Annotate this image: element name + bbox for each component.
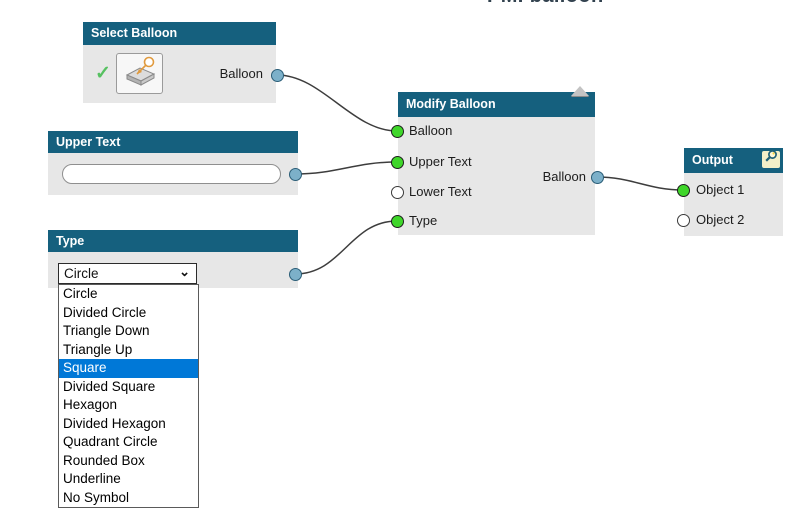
modify-input-label-lower-text: Lower Text — [409, 184, 472, 199]
dropdown-option-no-symbol[interactable]: No Symbol — [63, 489, 130, 505]
node-upper-text-header[interactable]: Upper Text — [48, 131, 298, 153]
select-balloon-output-label: Balloon — [219, 66, 263, 81]
node-upper-text[interactable]: Upper Text — [48, 131, 298, 195]
dropdown-option-triangle-down[interactable]: Triangle Down — [63, 323, 150, 338]
port-modify-upper-text-input[interactable] — [390, 155, 404, 169]
port-modify-balloon-output[interactable] — [590, 170, 604, 184]
node-output[interactable]: Output Object 1 Object 2 — [684, 148, 783, 236]
node-type[interactable]: Type Circle ⌄ — [48, 230, 298, 288]
type-dropdown-list: Circle Divided Circle Triangle Down Tria… — [58, 284, 199, 508]
modify-input-label-type: Type — [409, 213, 438, 228]
dropdown-option-divided-hexagon[interactable]: Divided Hexagon — [63, 415, 166, 431]
dropdown-option-divided-square[interactable]: Divided Square — [63, 378, 156, 394]
upper-text-input[interactable] — [62, 164, 281, 184]
node-upper-text-title: Upper Text — [56, 135, 121, 149]
type-select[interactable]: Circle ⌄ — [58, 263, 197, 284]
port-output-object1-input[interactable] — [676, 183, 690, 197]
node-output-header[interactable]: Output — [684, 148, 783, 173]
dropdown-option-underline[interactable]: Underline — [63, 471, 121, 486]
dropdown-option-square[interactable]: Square — [59, 359, 198, 378]
dropdown-option-circle[interactable]: Circle — [63, 286, 98, 301]
node-type-title: Type — [56, 234, 85, 248]
dropdown-option-triangle-up[interactable]: Triangle Up — [63, 341, 133, 357]
wire-uppertext-to-modify[interactable] — [294, 161, 398, 175]
node-select-balloon-title: Select Balloon — [91, 26, 178, 40]
port-type-output[interactable] — [288, 267, 302, 281]
port-upper-text-output[interactable] — [288, 167, 302, 181]
node-select-balloon-header[interactable]: Select Balloon — [83, 22, 276, 45]
collapse-arrow-icon[interactable] — [571, 86, 589, 96]
select-balloon-pick-button[interactable] — [116, 53, 163, 94]
node-modify-balloon[interactable]: Modify Balloon Balloon Upper Text Lower … — [398, 86, 595, 235]
preview-magnifier-button[interactable] — [762, 150, 780, 168]
modify-input-label-upper-text: Upper Text — [409, 154, 472, 169]
page-title: PMI balloon — [487, 0, 677, 8]
port-select-balloon-output[interactable] — [270, 68, 284, 82]
success-check-icon: ✓ — [95, 63, 111, 84]
type-select-value: Circle — [64, 266, 99, 281]
magnifier-icon — [764, 147, 778, 172]
node-select-balloon[interactable]: Select Balloon ✓ Balloon — [83, 22, 276, 103]
node-modify-balloon-title: Modify Balloon — [406, 97, 496, 111]
dropdown-option-divided-circle[interactable]: Divided Circle — [63, 304, 147, 320]
output-input-label-object1: Object 1 — [696, 182, 745, 197]
port-modify-lower-text-input[interactable] — [390, 185, 404, 199]
node-output-title: Output — [692, 153, 733, 167]
node-modify-balloon-header[interactable]: Modify Balloon — [398, 92, 595, 117]
node-type-header[interactable]: Type — [48, 230, 298, 252]
modify-input-label-balloon: Balloon — [409, 123, 453, 138]
port-modify-type-input[interactable] — [390, 214, 404, 228]
output-input-label-object2: Object 2 — [696, 212, 745, 227]
wire-type-to-modify[interactable] — [294, 220, 398, 275]
wire-modify-to-output[interactable] — [596, 176, 684, 191]
port-modify-balloon-input[interactable] — [390, 124, 404, 138]
balloon-pick-icon — [121, 55, 159, 92]
wire-balloon-to-modify[interactable] — [276, 74, 398, 132]
port-output-object2-input[interactable] — [676, 213, 690, 227]
chevron-down-icon: ⌄ — [179, 264, 190, 279]
modify-output-label-balloon: Balloon — [542, 169, 586, 184]
dropdown-option-rounded-box[interactable]: Rounded Box — [63, 452, 145, 468]
dropdown-option-quadrant-circle[interactable]: Quadrant Circle — [63, 434, 158, 449]
dropdown-option-hexagon[interactable]: Hexagon — [63, 397, 118, 412]
